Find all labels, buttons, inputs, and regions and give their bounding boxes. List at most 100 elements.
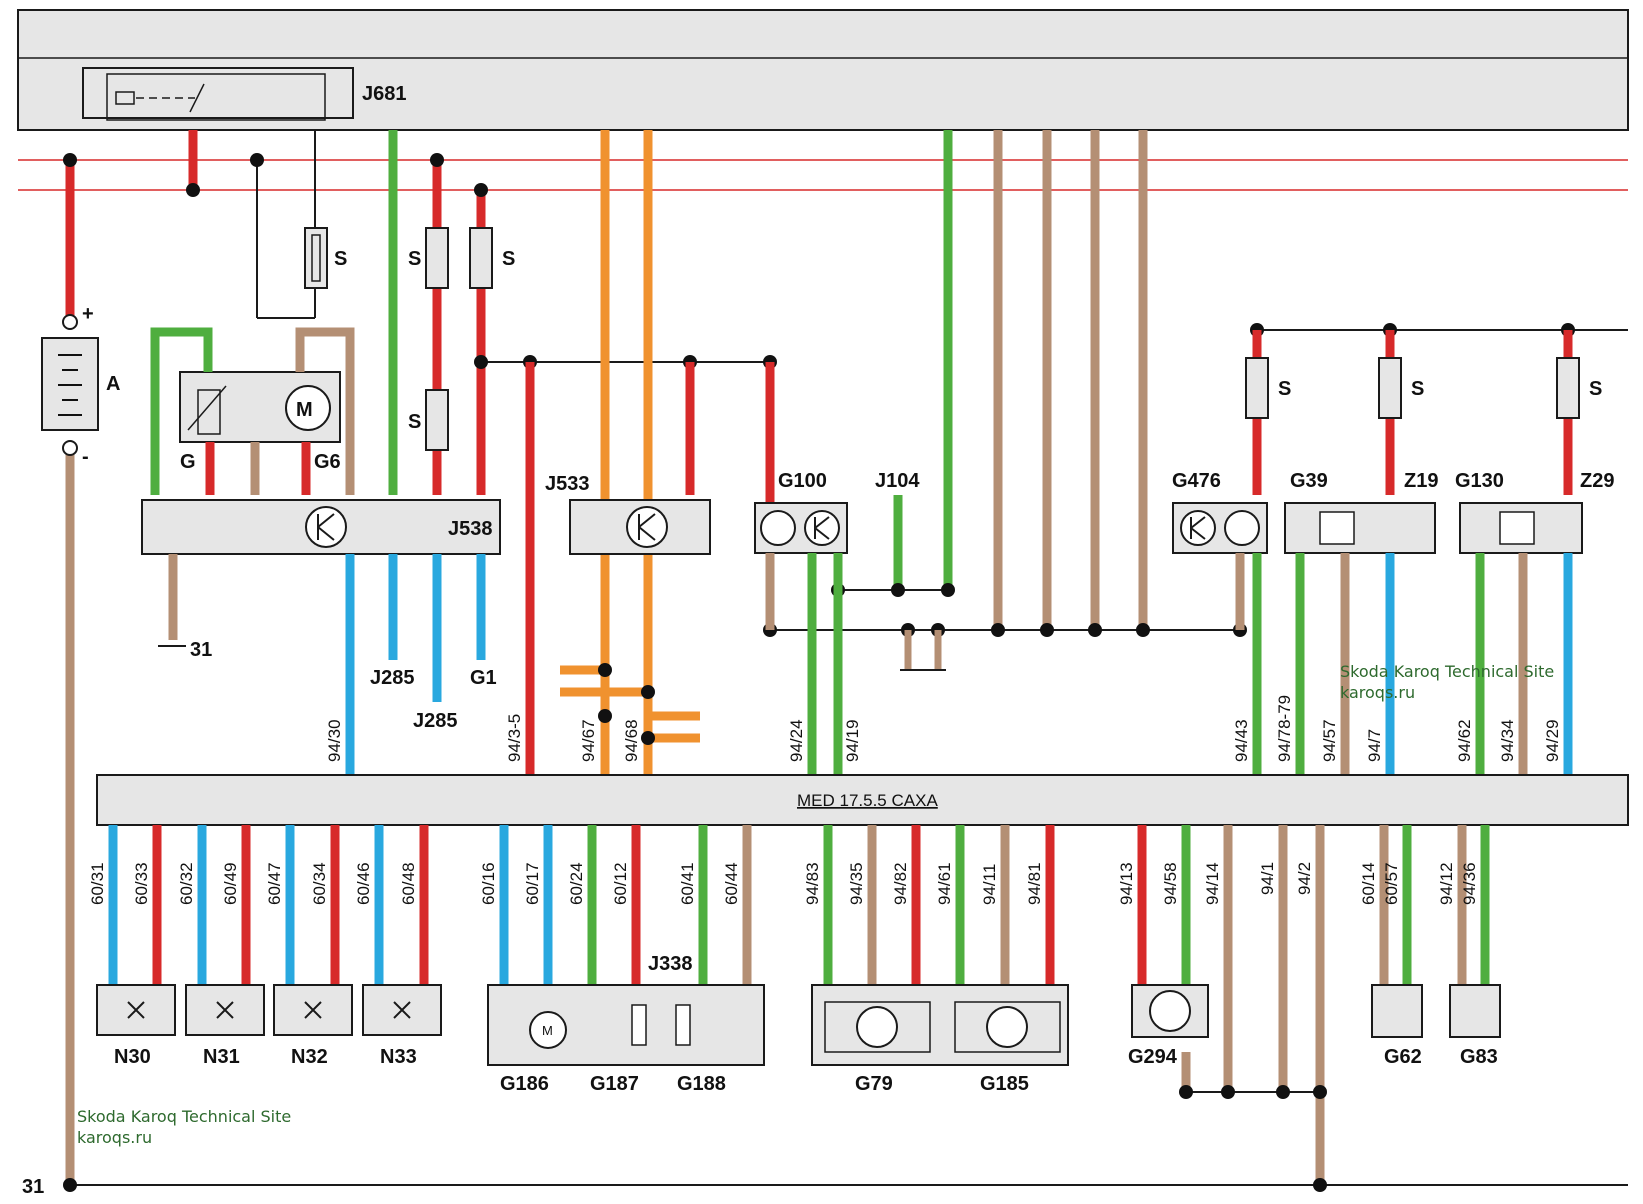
- throttle-unit-j338: M J338 G186 G187 G188: [487, 953, 765, 1095]
- g100-label: G100: [778, 470, 827, 492]
- svg-text:94/81: 94/81: [1025, 862, 1044, 905]
- svg-text:94/57: 94/57: [1320, 719, 1339, 762]
- j538-label: J538: [448, 518, 493, 540]
- fuse-label: S: [334, 248, 347, 270]
- svg-text:N30: N30: [114, 1046, 151, 1068]
- svg-text:60/41: 60/41: [678, 862, 697, 905]
- sensor-g-label: G: [180, 451, 196, 473]
- g476-label: G476: [1172, 470, 1221, 492]
- svg-text:94/35: 94/35: [847, 862, 866, 905]
- ecu-top-pin-labels: 94/30 94/3-5 94/67 94/68 94/24 94/19 94/…: [325, 695, 1562, 762]
- fuse-5: [1245, 357, 1269, 419]
- svg-text:G186: G186: [500, 1073, 549, 1095]
- svg-text:G79: G79: [855, 1073, 893, 1095]
- sensor-g476: G476: [1172, 470, 1268, 554]
- motor-symbol-m: M: [296, 399, 313, 421]
- injector-n33: N33: [362, 984, 442, 1068]
- fuse-label: S: [408, 248, 421, 270]
- svg-text:94/30: 94/30: [325, 719, 344, 762]
- svg-text:94/19: 94/19: [843, 719, 862, 762]
- ecu-label: MED 17.5.5 CAXA: [797, 791, 938, 810]
- ecu-bottom-wires: [108, 825, 1490, 1192]
- svg-text:94/82: 94/82: [891, 862, 910, 905]
- svg-text:94/62: 94/62: [1455, 719, 1474, 762]
- battery-minus: -: [82, 446, 89, 468]
- relay-label: J681: [362, 83, 407, 105]
- sensor-g100: G100: [754, 470, 848, 554]
- fuse-1: [304, 227, 328, 289]
- sensor-g294: G294: [1128, 984, 1209, 1068]
- watermark-title: Skoda Karoq Technical Site: [1340, 662, 1554, 681]
- svg-text:60/17: 60/17: [523, 862, 542, 905]
- svg-text:60/16: 60/16: [479, 862, 498, 905]
- svg-text:60/32: 60/32: [177, 862, 196, 905]
- temp-sensor-g62: G62: [1371, 984, 1423, 1068]
- svg-text:94/13: 94/13: [1117, 862, 1136, 905]
- injector-n30: N30: [96, 984, 176, 1068]
- z29-label: Z29: [1580, 470, 1614, 492]
- temp-sensor-g83: G83: [1449, 984, 1501, 1068]
- svg-text:94/83: 94/83: [803, 862, 822, 905]
- fuse-7: [1556, 357, 1580, 419]
- svg-text:94/78-79: 94/78-79: [1275, 695, 1294, 762]
- g39-label: G39: [1290, 470, 1328, 492]
- fuse-4: [469, 227, 493, 289]
- j285-label: J285: [370, 667, 415, 689]
- svg-text:94/67: 94/67: [579, 719, 598, 762]
- svg-text:94/12: 94/12: [1437, 862, 1456, 905]
- gateway-j533: J533: [545, 473, 711, 555]
- fuse-label: S: [1411, 378, 1424, 400]
- battery-plus: +: [82, 303, 94, 325]
- svg-text:G185: G185: [980, 1073, 1029, 1095]
- svg-text:94/14: 94/14: [1203, 862, 1222, 905]
- injector-n32: N32: [273, 984, 353, 1068]
- pedal-sensor-module: G79 G185: [811, 984, 1069, 1095]
- svg-text:60/33: 60/33: [132, 862, 151, 905]
- watermark-url: karoqs.ru: [77, 1128, 152, 1147]
- svg-text:60/34: 60/34: [310, 862, 329, 905]
- svg-text:94/34: 94/34: [1498, 719, 1517, 762]
- z19-label: Z19: [1404, 470, 1438, 492]
- injector-n31: N31: [185, 984, 265, 1068]
- svg-text:94/61: 94/61: [935, 862, 954, 905]
- j338-label: J338: [648, 953, 693, 975]
- svg-text:94/3-5: 94/3-5: [505, 714, 524, 762]
- svg-text:60/47: 60/47: [265, 862, 284, 905]
- motor-g6-label: G6: [314, 451, 341, 473]
- ecu-med17: MED 17.5.5 CAXA: [96, 774, 1629, 826]
- ground-label: 31: [22, 1176, 44, 1198]
- pump-control-j538: J538: [141, 499, 501, 555]
- relay-j681: J681: [82, 67, 407, 121]
- fuse-6: [1378, 357, 1402, 419]
- svg-text:60/57: 60/57: [1382, 862, 1401, 905]
- watermark-title: Skoda Karoq Technical Site: [77, 1107, 291, 1126]
- svg-text:G62: G62: [1384, 1046, 1422, 1068]
- g130-label: G130: [1455, 470, 1504, 492]
- fuel-pump-module: M G G6: [179, 371, 341, 473]
- svg-text:G83: G83: [1460, 1046, 1498, 1068]
- lambda-g130: G130 Z29: [1455, 470, 1614, 554]
- battery-label: A: [106, 373, 120, 395]
- svg-text:94/36: 94/36: [1460, 862, 1479, 905]
- svg-text:60/48: 60/48: [399, 862, 418, 905]
- svg-text:94/29: 94/29: [1543, 719, 1562, 762]
- ground-31-small: 31: [190, 639, 212, 661]
- svg-text:94/11: 94/11: [980, 864, 999, 905]
- svg-text:60/46: 60/46: [354, 862, 373, 905]
- fuse-2: [425, 227, 449, 289]
- g1-label: G1: [470, 667, 497, 689]
- svg-text:94/68: 94/68: [622, 719, 641, 762]
- svg-text:94/43: 94/43: [1232, 719, 1251, 762]
- svg-text:N33: N33: [380, 1046, 417, 1068]
- svg-text:94/2: 94/2: [1295, 862, 1314, 895]
- j533-label: J533: [545, 473, 590, 495]
- svg-text:94/7: 94/7: [1365, 729, 1384, 762]
- fuse-3: [425, 389, 449, 451]
- svg-text:G294: G294: [1128, 1046, 1178, 1068]
- j285-label: J285: [413, 710, 458, 732]
- watermark-url: karoqs.ru: [1340, 683, 1415, 702]
- svg-text:G188: G188: [677, 1073, 726, 1095]
- svg-text:94/58: 94/58: [1161, 862, 1180, 905]
- battery-a: A + -: [41, 303, 120, 468]
